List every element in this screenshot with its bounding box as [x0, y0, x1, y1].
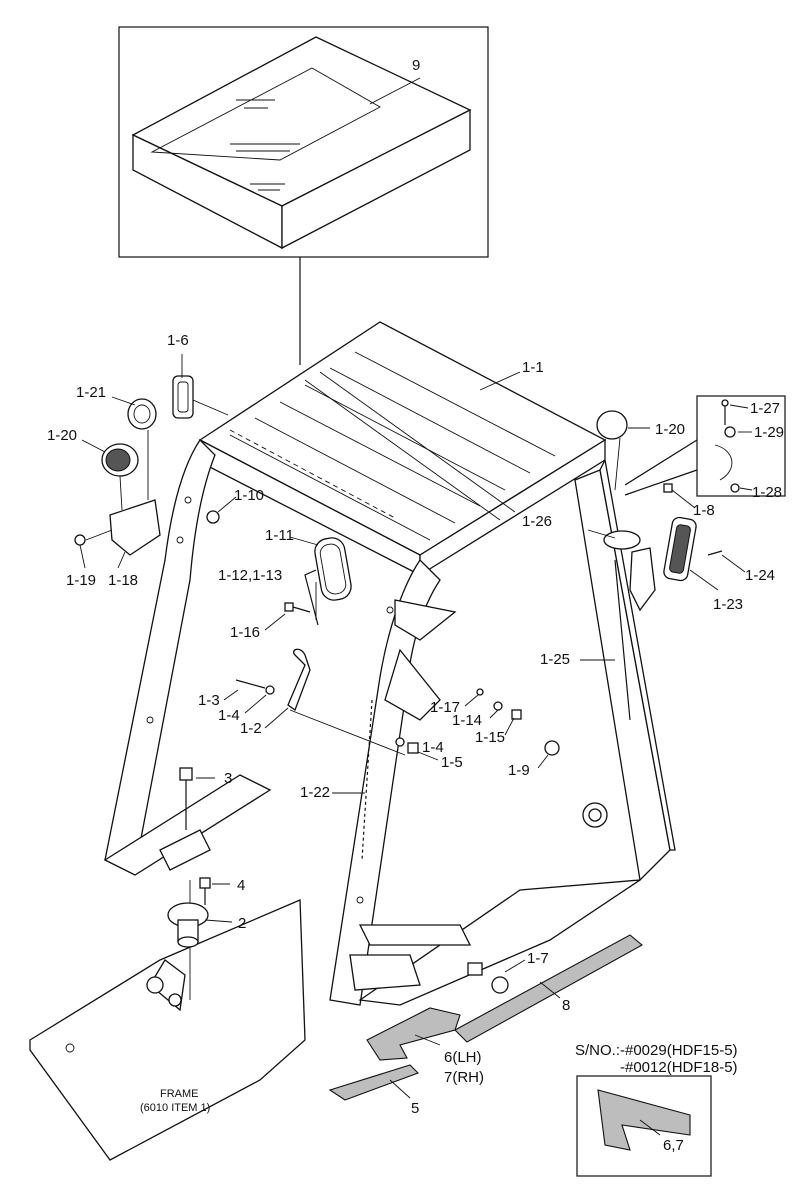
- label-1-15: 1-15: [475, 729, 505, 746]
- label-1-14: 1-14: [452, 712, 482, 729]
- part-1-18: [74, 499, 161, 556]
- label-1-2: 1-2: [240, 720, 262, 737]
- label-1-28: 1-28: [752, 484, 782, 501]
- label-5: 5: [411, 1100, 419, 1117]
- label-1-16: 1-16: [230, 624, 260, 641]
- detail-inset-box: [624, 395, 786, 497]
- serial-note-line1: S/NO.:-#0029(HDF15-5): [575, 1042, 738, 1059]
- part-1-10: [206, 510, 220, 524]
- frame-note-line2: (6010 ITEM 1): [140, 1102, 210, 1114]
- label-1-1: 1-1: [522, 359, 544, 376]
- part-5: [328, 1064, 419, 1101]
- part-1-25: [614, 559, 631, 721]
- part-1-4-b: [395, 737, 405, 747]
- manual-inset-box: [118, 26, 489, 365]
- label-1-19: 1-19: [66, 572, 96, 589]
- label-1-20-right: 1-20: [655, 421, 685, 438]
- leader-lines: [79, 354, 753, 1136]
- label-7-rh: 7(RH): [444, 1069, 484, 1086]
- part-1-17: [476, 688, 484, 696]
- part-labels: 9 1-1 1-2 1-3 1-4 1-4 1-5 1-6 1-7 1-8 1-…: [47, 57, 784, 1154]
- label-1-7: 1-7: [527, 950, 549, 967]
- label-1-5: 1-5: [441, 754, 463, 771]
- label-1-22: 1-22: [300, 784, 330, 801]
- label-1-4-a: 1-4: [218, 707, 240, 724]
- label-1-26: 1-26: [522, 513, 552, 530]
- label-1-12-13: 1-12,1-13: [218, 567, 282, 584]
- label-2: 2: [238, 915, 246, 932]
- part-1-5: [407, 742, 419, 754]
- part-1-11: [304, 537, 352, 626]
- part-1-7: [467, 962, 509, 994]
- part-1-26: [603, 530, 641, 550]
- label-1-17: 1-17: [430, 699, 460, 716]
- label-1-4-b: 1-4: [422, 739, 444, 756]
- part-1-16: [284, 602, 311, 613]
- serial-inset-box: [576, 1075, 712, 1177]
- label-1-9: 1-9: [508, 762, 530, 779]
- frame-base: [29, 880, 306, 1161]
- part-1-21: [127, 398, 157, 500]
- label-4: 4: [237, 877, 245, 894]
- part-1-20-right: [596, 410, 628, 491]
- label-1-24: 1-24: [745, 567, 775, 584]
- label-9: 9: [412, 57, 420, 74]
- part-1-6: [172, 375, 229, 419]
- part-1-4-a: [265, 685, 275, 695]
- label-1-25: 1-25: [540, 651, 570, 668]
- part-1-9: [544, 740, 560, 756]
- overhead-guard-frame: [103, 321, 676, 1006]
- part-1-20-left: [101, 443, 139, 511]
- label-6-lh: 6(LH): [444, 1049, 482, 1066]
- label-6-7-inset: 6,7: [663, 1137, 684, 1154]
- label-1-29: 1-29: [754, 424, 784, 441]
- label-1-27: 1-27: [750, 400, 780, 417]
- label-1-20-left: 1-20: [47, 427, 77, 444]
- part-3: [179, 767, 193, 830]
- label-1-10: 1-10: [234, 487, 264, 504]
- part-1-15: [511, 709, 522, 720]
- label-3: 3: [224, 770, 232, 787]
- label-1-23: 1-23: [713, 596, 743, 613]
- part-1-2: [287, 648, 311, 712]
- part-4: [199, 877, 211, 905]
- label-1-11: 1-11: [265, 527, 294, 544]
- part-1-22: [361, 699, 373, 861]
- part-1-14: [493, 701, 503, 711]
- part-1-23: [629, 516, 697, 612]
- part-1-24: [707, 550, 723, 556]
- part-1-3: [235, 679, 266, 689]
- part-1-8: [663, 483, 673, 493]
- label-1-3: 1-3: [198, 692, 220, 709]
- frame-note-line1: FRAME: [160, 1088, 199, 1100]
- label-1-6: 1-6: [167, 332, 189, 349]
- serial-note-line2: -#0012(HDF18-5): [620, 1059, 738, 1076]
- part-6-7: [366, 1007, 461, 1061]
- part-2: [167, 902, 209, 948]
- label-1-21: 1-21: [76, 384, 106, 401]
- label-1-18: 1-18: [108, 572, 138, 589]
- label-8: 8: [562, 997, 570, 1014]
- label-1-8: 1-8: [693, 502, 715, 519]
